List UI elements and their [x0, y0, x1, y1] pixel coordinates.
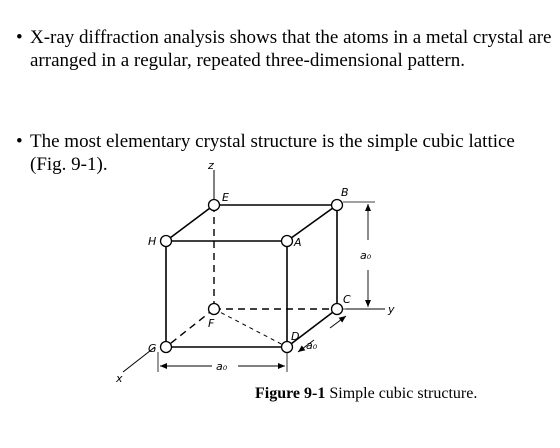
vertex-label-H: H — [148, 235, 156, 248]
atom-D — [280, 340, 294, 354]
axis-label-z: z — [207, 159, 214, 172]
dim-label-bottom: a₀ — [216, 360, 228, 373]
dim-label-depth: a₀ — [306, 339, 318, 352]
axis-label-x: x — [115, 372, 123, 385]
vertex-label-B: B — [341, 186, 349, 199]
edge-F-G — [165, 308, 215, 348]
edge-D-C — [286, 308, 338, 348]
vertex-label-E: E — [222, 191, 229, 204]
vertex-label-F: F — [208, 317, 215, 330]
bullet-text: The most elementary crystal structure is… — [30, 131, 515, 175]
bullet-text: X-ray diffraction analysis shows that th… — [30, 27, 552, 71]
figure-caption: Figure 9-1 Simple cubic structure. — [255, 385, 477, 403]
atom-G — [159, 340, 173, 354]
dim-depth-arrow-a — [297, 339, 315, 353]
atom-E — [207, 198, 221, 212]
atom-C — [330, 302, 344, 316]
vertex-label-C: C — [343, 293, 351, 306]
axis-label-y: y — [387, 303, 395, 316]
atom-F — [207, 302, 221, 316]
edge-H-E — [165, 204, 215, 242]
vertex-label-A: A — [293, 236, 302, 249]
bullet-2: • The most elementary crystal structure … — [16, 130, 556, 176]
dim-depth-arrow-b — [329, 315, 347, 329]
atom-A — [280, 234, 294, 248]
figure-caption-number: Figure 9-1 — [255, 385, 326, 402]
atom-B — [330, 198, 344, 212]
vertex-label-G: G — [148, 342, 157, 355]
vertex-label-D: D — [291, 330, 299, 343]
dim-label-vertical: a₀ — [360, 249, 372, 262]
x-axis — [122, 346, 156, 373]
bullet-1: • X-ray diffraction analysis shows that … — [16, 26, 556, 72]
bullet-dot: • — [16, 27, 23, 48]
atom-H — [159, 234, 173, 248]
diagonal-F-D — [213, 308, 288, 348]
figure-caption-text: Simple cubic structure. — [325, 385, 478, 402]
edge-A-B — [286, 204, 338, 242]
bullet-dot: • — [16, 131, 23, 152]
